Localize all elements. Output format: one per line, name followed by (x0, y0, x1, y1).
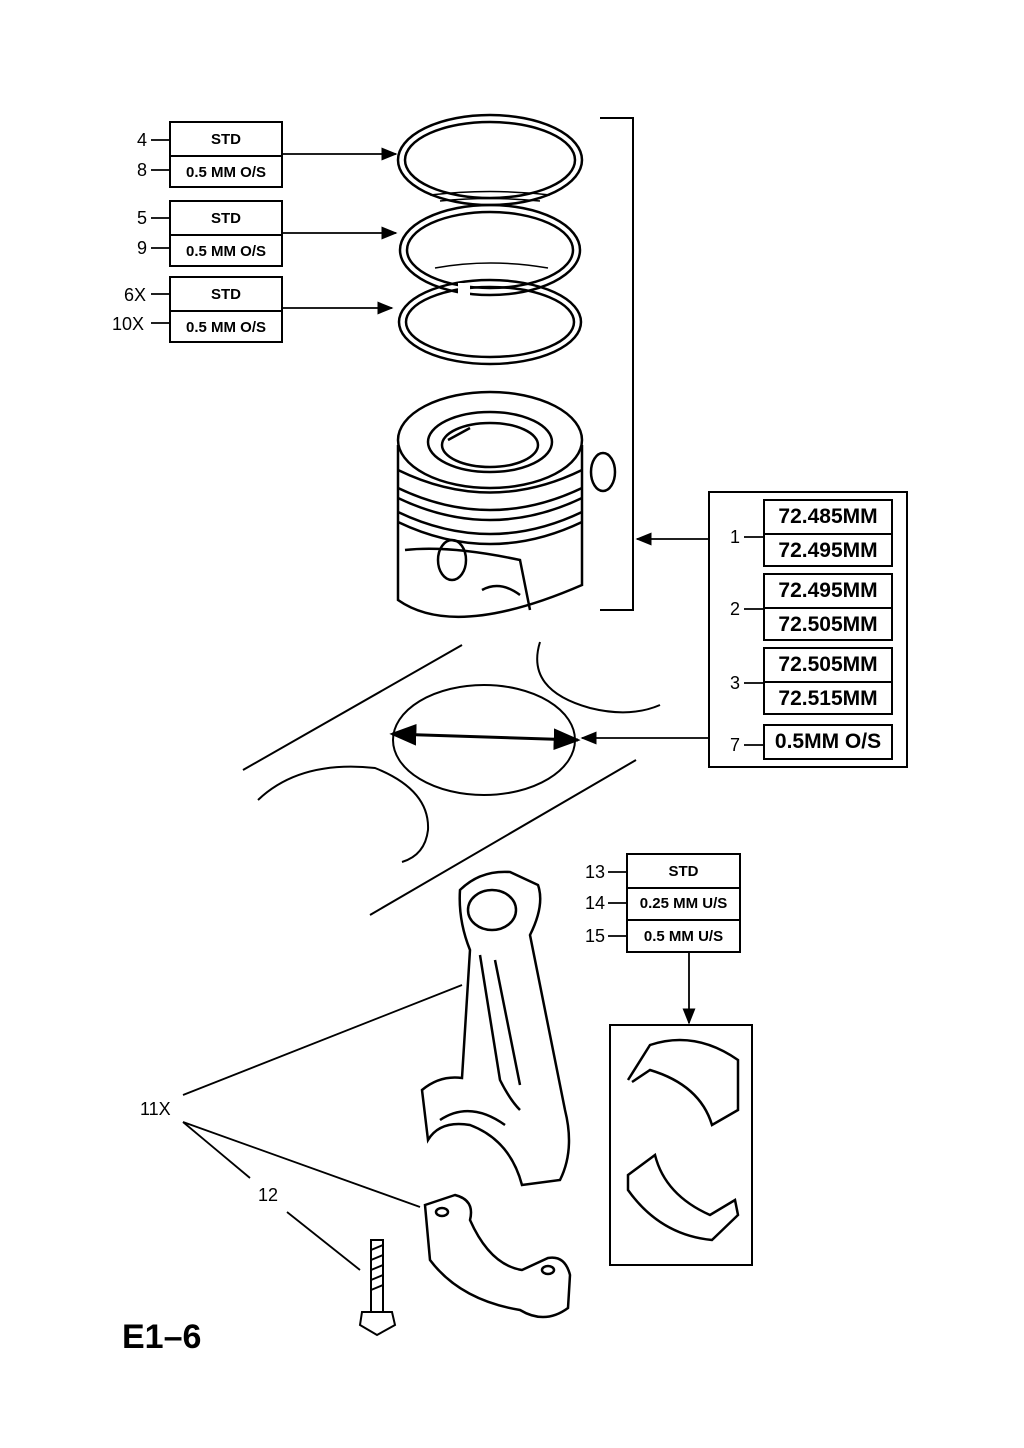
ring-second-std: STD (171, 202, 281, 236)
piston-size-3-min: 72.505MM (765, 649, 891, 683)
callout-9: 9 (137, 238, 148, 258)
piston-size-7-os: 0.5MM O/S (774, 730, 882, 753)
bearing-025-us: 0.25 MM U/S (628, 888, 739, 921)
ring-oil-os: 0.5 MM O/S (185, 318, 267, 336)
bearing-05-us: 0.5 MM U/S (643, 928, 724, 945)
ring-leaders (151, 139, 398, 324)
callout-13: 13 (585, 862, 606, 882)
piston-size-2-max: 72.505MM (778, 612, 878, 636)
piston-size-2-min: 72.495MM (765, 575, 891, 609)
callout-10x: 10X (112, 314, 145, 334)
piston-size-1-min: 72.485MM (765, 501, 891, 535)
bearing-leaders (608, 871, 696, 1025)
ring-oil-size-box: STD 0.5 MM O/S (169, 276, 283, 343)
ring-second-os: 0.5 MM O/S (185, 242, 267, 260)
callout-14: 14 (585, 893, 606, 913)
callout-7: 7 (730, 735, 741, 755)
callout-8: 8 (137, 160, 148, 180)
connecting-rod (420, 870, 571, 1187)
callout-15: 15 (585, 926, 606, 946)
bearing-size-box: STD 0.25 MM U/S 0.5 MM U/S (626, 853, 741, 953)
piston-size-panel (708, 491, 908, 768)
piston-ring-oil (397, 278, 583, 366)
piston-size-1-max: 72.495MM (778, 538, 878, 562)
piston-size-7: 0.5MM O/S (763, 724, 893, 760)
callout-12: 12 (258, 1185, 279, 1205)
cylinder-block (242, 641, 661, 916)
rod-cap (423, 1193, 572, 1319)
rod-leaders (182, 984, 463, 1271)
piston (396, 390, 584, 619)
bearing-shell-upper (626, 1038, 740, 1127)
rod-bolt (358, 1239, 397, 1337)
ring-piston-bracket (600, 117, 634, 611)
piston-ring-top (396, 113, 584, 207)
callout-3: 3 (730, 673, 741, 693)
ring-top-std: STD (171, 123, 281, 157)
callout-5: 5 (137, 208, 148, 228)
bearing-box (609, 1024, 753, 1266)
callout-2: 2 (730, 599, 741, 619)
piston-size-2: 72.495MM 72.505MM (763, 573, 893, 641)
callout-6x: 6X (124, 285, 147, 305)
piston-pin-clip (589, 451, 617, 493)
ring-top-os: 0.5 MM O/S (185, 163, 267, 181)
ring-second-size-box: STD 0.5 MM O/S (169, 200, 283, 267)
bearing-shell-lower (626, 1152, 740, 1242)
ring-top-size-box: STD 0.5 MM O/S (169, 121, 283, 188)
page-code: E1–6 (122, 1318, 202, 1356)
callout-4: 4 (137, 130, 148, 150)
piston-leaders (580, 532, 764, 746)
piston-ring-second (398, 203, 582, 297)
callout-1: 1 (730, 527, 741, 547)
ring-oil-std: STD (171, 278, 281, 312)
piston-size-3-max: 72.515MM (778, 686, 878, 710)
piston-size-1: 72.485MM 72.495MM (763, 499, 893, 567)
callout-11x: 11X (140, 1099, 171, 1119)
piston-size-3: 72.505MM 72.515MM (763, 647, 893, 715)
bearing-std: STD (628, 855, 739, 889)
